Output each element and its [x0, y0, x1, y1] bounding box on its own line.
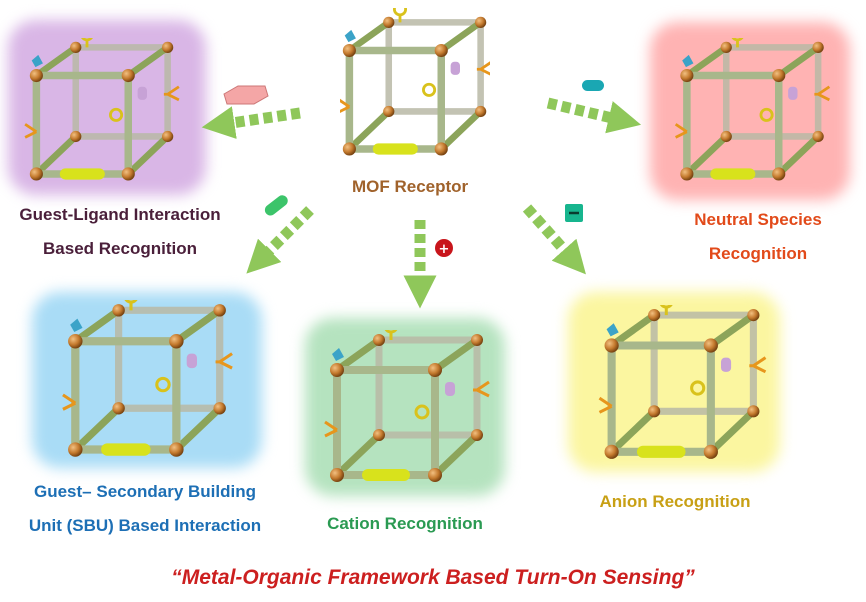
neutral-species-cube	[676, 29, 830, 181]
plus-sign-icon: +	[439, 242, 450, 257]
sbu-cube	[63, 290, 232, 457]
guest-ligand-label-line2: Based Recognition	[43, 239, 197, 258]
mof-receptor-label: MOF Receptor	[352, 177, 469, 196]
arrow-to-anion	[522, 204, 586, 275]
arrow-to-guest-ligand	[201, 106, 301, 139]
arrow-to-neutral	[546, 97, 642, 134]
neutral-guest-icon	[582, 80, 604, 91]
anion-label: Anion Recognition	[599, 492, 751, 511]
cation-cube	[325, 320, 489, 482]
sbu-label: Guest– Secondary Building Unit (SBU) Bas…	[10, 475, 280, 543]
hexagon-guest-icon	[223, 85, 269, 105]
neutral-species-label-line2: Recognition	[708, 244, 808, 263]
guest-ligand-label: Guest-Ligand Interaction Based Recogniti…	[0, 198, 240, 266]
sbu-label-line2: Unit (SBU) Based Interaction	[28, 516, 262, 535]
guest-ligand-label-line1: Guest-Ligand Interaction	[19, 205, 221, 224]
guest-ligand-cube	[25, 29, 179, 181]
neutral-species-label-line1: Neutral Species	[694, 210, 822, 229]
cation-label: Cation Recognition	[327, 514, 483, 533]
green-guest-icon	[264, 195, 288, 216]
footer-title: “Metal-Organic Framework Based Turn-On S…	[171, 566, 695, 589]
anion-cube	[599, 295, 765, 459]
neutral-species-label: Neutral Species Recognition	[658, 203, 858, 271]
sbu-panel-bg	[32, 292, 262, 468]
arrow-to-sbu	[246, 206, 314, 274]
cation-guest-icon	[435, 239, 453, 257]
sbu-label-line1: Guest– Secondary Building	[34, 482, 256, 501]
mof-receptor-cube	[338, 4, 492, 156]
